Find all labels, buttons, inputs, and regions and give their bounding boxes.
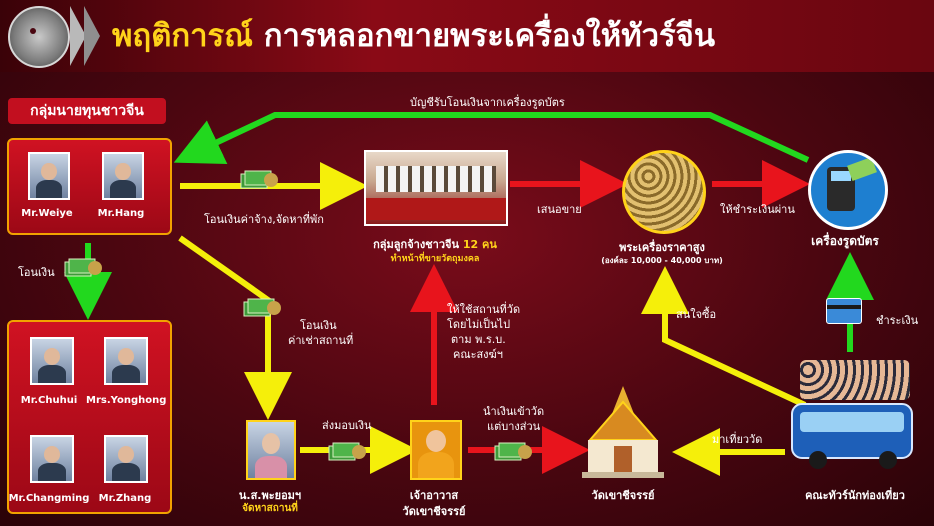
label-visit: มาเที่ยววัด bbox=[712, 433, 763, 446]
tourists-crowd-icon bbox=[800, 360, 910, 400]
chevron-right-icon bbox=[84, 6, 100, 66]
card-machine-label: เครื่องรูดบัตร bbox=[811, 234, 879, 248]
money-bag-icon bbox=[240, 170, 278, 189]
label-temple-money-2: แต่บางส่วน bbox=[487, 420, 541, 433]
police-seal-icon bbox=[8, 6, 70, 68]
money-bag-icon bbox=[64, 258, 102, 277]
monk-head bbox=[426, 430, 446, 452]
investor-photo bbox=[104, 435, 148, 483]
abbot-temple: วัดเขาชีจรรย์ bbox=[402, 505, 466, 518]
amulets-title: พระเครื่องราคาสูง bbox=[619, 241, 705, 254]
abbot-title: เจ้าอาวาส bbox=[409, 489, 459, 502]
label-offer: เสนอขาย bbox=[537, 203, 582, 216]
label-transfer-wages: โอนเงินค่าจ้าง,จัดหาที่พัก bbox=[204, 213, 324, 226]
investor-name: Mr.Changming bbox=[8, 493, 90, 504]
terminal-screen bbox=[831, 171, 851, 181]
monk-icon bbox=[410, 420, 462, 480]
tour-bus-icon bbox=[791, 403, 913, 469]
label-pay-via: ให้ชำระเงินผ่าน bbox=[720, 203, 795, 216]
investor-photo bbox=[102, 152, 144, 200]
workers-booth bbox=[366, 198, 506, 220]
monk-robe bbox=[418, 452, 454, 478]
header-bar bbox=[0, 0, 934, 72]
workers-photo bbox=[364, 150, 508, 226]
card-stripe bbox=[827, 305, 861, 309]
group-label: กลุ่มนายทุนชาวจีน bbox=[8, 98, 166, 124]
credit-card-icon bbox=[826, 298, 862, 324]
arrow-tourists-to-amulets bbox=[641, 266, 807, 408]
workers-count: 12 คน bbox=[462, 238, 497, 251]
label-temple-money-1: นำเงินเข้าวัด bbox=[483, 405, 545, 418]
investor-photo bbox=[30, 337, 74, 385]
investor-name: Mr.Zhang bbox=[98, 493, 152, 504]
money-bag-icon bbox=[328, 442, 366, 461]
investor-name: Mr.Weiye bbox=[21, 208, 73, 219]
investor-name: Mr.Chuhui bbox=[20, 395, 78, 406]
investor-name: Mr.Hang bbox=[97, 208, 145, 219]
investor-photo bbox=[28, 152, 70, 200]
label-pay: ชำระเงิน bbox=[876, 314, 919, 327]
workers-title-text: กลุ่มลูกจ้างชาวจีน bbox=[373, 238, 459, 251]
card-icon bbox=[847, 157, 877, 181]
workers-sub: ทำหน้าที่ขายวัตถุมงคล bbox=[390, 254, 480, 264]
arrow-investors-to-woman bbox=[178, 235, 292, 420]
investor-photo bbox=[104, 337, 148, 385]
label-permit-2: โดยไม่เป็นไป bbox=[447, 318, 511, 331]
chevron-right-icon bbox=[70, 6, 86, 66]
label-interested: สนใจซื้อ bbox=[676, 308, 717, 321]
label-deliver-money: ส่งมอบเงิน bbox=[322, 419, 372, 432]
label-permit-4: คณะสงฆ์ฯ bbox=[453, 348, 503, 361]
title-rest: การหลอกขายพระเครื่องให้ทัวร์จีน bbox=[263, 18, 716, 54]
investor-photo bbox=[30, 435, 74, 483]
tourists-label: คณะทัวร์นักท่องเที่ยว bbox=[805, 489, 905, 502]
label-transfer: โอนเงิน bbox=[18, 266, 55, 279]
workers-title: กลุ่มลูกจ้างชาวจีน 12 คน bbox=[350, 235, 520, 253]
label-permit-1: ให้ใช้สถานที่วัด bbox=[447, 303, 521, 316]
amulets-sub: (องค์ละ 10,000 - 40,000 บาท) bbox=[601, 256, 723, 265]
card-machine-icon bbox=[808, 150, 888, 230]
label-rent-1: โอนเงิน bbox=[300, 319, 337, 332]
woman-name: น.ส.พะยอมฯ bbox=[238, 489, 302, 502]
arrow-card-to-investors bbox=[173, 112, 810, 164]
amulets-icon bbox=[622, 150, 706, 234]
investor-name: Mrs.Yonghong bbox=[86, 395, 167, 406]
temple-label: วัดเขาชีจรรย์ bbox=[591, 489, 655, 502]
workers-figures bbox=[376, 166, 496, 192]
title-highlight: พฤติการณ์ bbox=[112, 18, 253, 54]
woman-role: จัดหาสถานที่ bbox=[242, 503, 298, 514]
label-permit-3: ตาม พ.ร.บ. bbox=[451, 333, 506, 346]
seal-center-dot bbox=[30, 28, 36, 34]
woman-photo bbox=[246, 420, 296, 480]
temple-icon bbox=[582, 386, 664, 478]
money-bag-icon bbox=[494, 442, 532, 461]
page-title: พฤติการณ์ การหลอกขายพระเครื่องให้ทัวร์จี… bbox=[112, 10, 715, 60]
label-top-arrow: บัญชีรับโอนเงินจากเครื่องรูดบัตร bbox=[410, 96, 565, 109]
money-bag-icon bbox=[243, 298, 281, 317]
label-rent-2: ค่าเช่าสถานที่ bbox=[288, 334, 354, 347]
